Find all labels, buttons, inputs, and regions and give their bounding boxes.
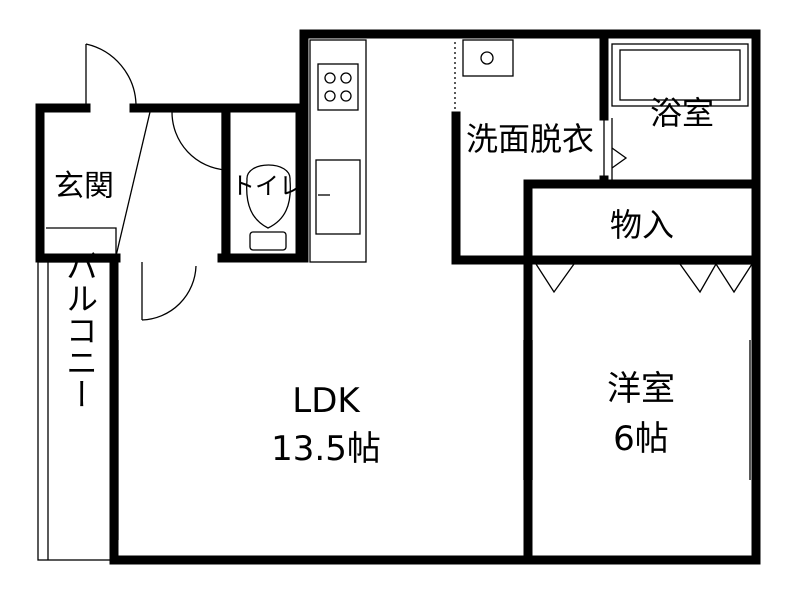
burner-icon <box>324 90 336 102</box>
burner-icon <box>340 90 352 102</box>
storage-label: 物入 <box>610 206 674 244</box>
bathtub <box>611 43 749 107</box>
kitchen-counter <box>309 39 367 263</box>
kitchen-sink <box>315 159 361 235</box>
closet-folding-door <box>535 263 575 294</box>
ldk-label: LDK <box>292 381 361 421</box>
washroom-label: 洗面脱衣 <box>466 120 594 158</box>
burner-icon <box>340 72 352 84</box>
toilet-fixture <box>246 164 291 251</box>
ldk-door <box>141 262 197 321</box>
burner-icon <box>324 72 336 84</box>
ldk-size-label: 13.5帖 <box>271 429 381 469</box>
toilet-label: トイレ <box>231 172 303 200</box>
balcony-label: バルコニー <box>61 250 99 410</box>
entrance-label: 玄関 <box>54 169 114 204</box>
toilet-door <box>171 111 230 171</box>
closet-folding-door <box>679 262 753 294</box>
bathroom-label: 浴室 <box>650 94 714 132</box>
stove <box>317 63 359 111</box>
western-room-label: 洋室 <box>607 369 675 409</box>
western-room-size-label: 6帖 <box>613 419 669 459</box>
entrance-door <box>85 43 137 108</box>
wash-basin <box>462 39 514 77</box>
